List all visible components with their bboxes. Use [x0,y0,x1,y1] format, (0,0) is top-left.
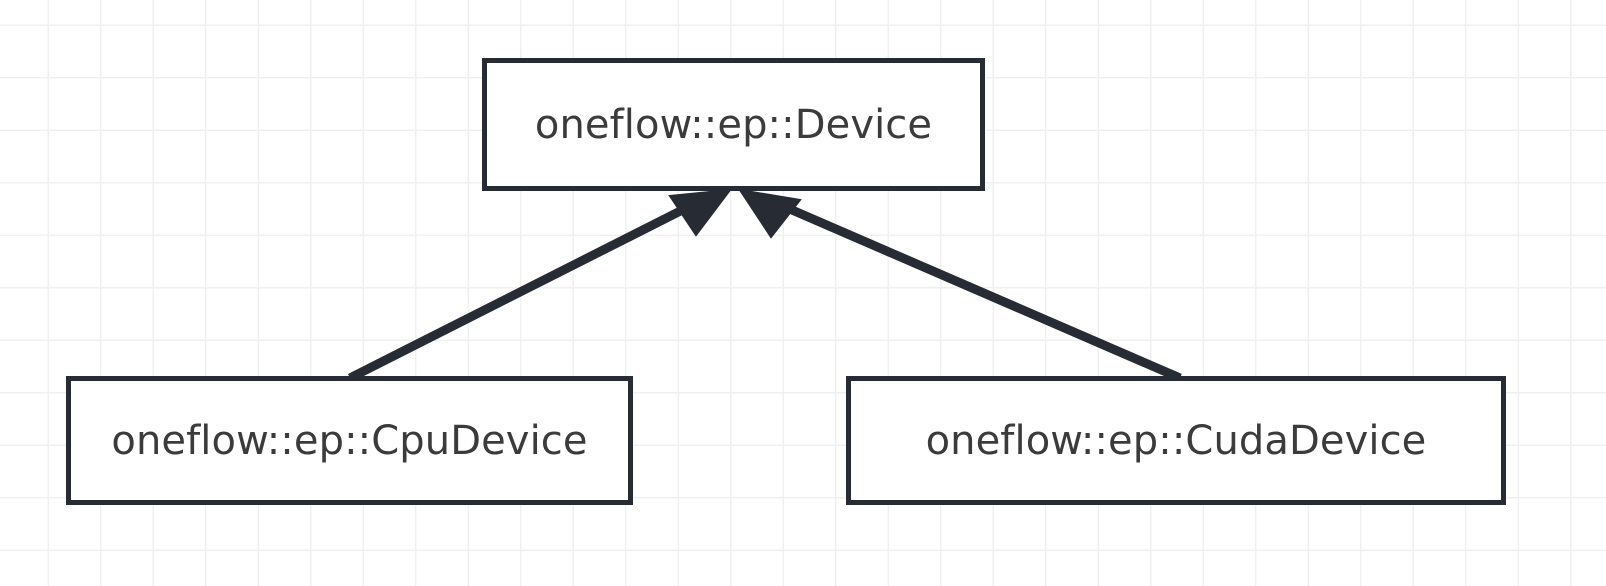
class-node-cuda-device[interactable]: oneflow::ep::CudaDevice [846,376,1506,505]
edge-line-cpu-device [347,190,715,383]
class-node-cuda-device-label: oneflow::ep::CudaDevice [925,417,1427,464]
class-node-cpu-device-label: oneflow::ep::CpuDevice [111,417,588,464]
class-node-device[interactable]: oneflow::ep::Device [482,58,985,191]
arrowhead-cuda-device [737,188,802,239]
class-node-device-label: oneflow::ep::Device [534,101,933,148]
arrowhead-cpu-device [668,188,733,237]
edge-cpu-inherits-device [347,188,733,383]
class-node-cpu-device[interactable]: oneflow::ep::CpuDevice [66,376,633,505]
edge-line-cuda-device [760,192,1182,383]
edge-cuda-inherits-device [737,188,1182,383]
